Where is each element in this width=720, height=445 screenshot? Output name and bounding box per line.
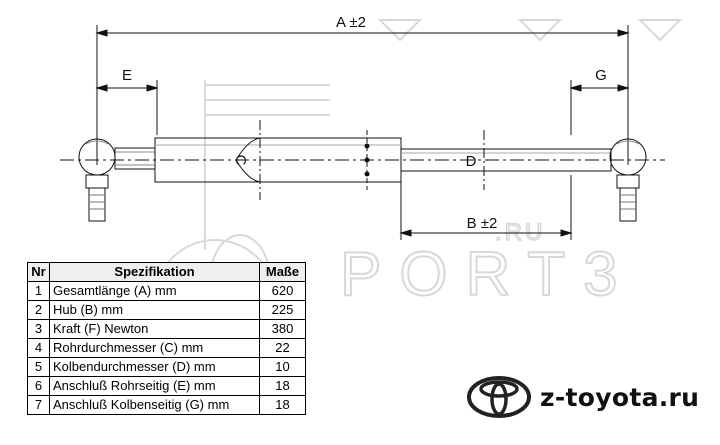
row-spec: Anschluß Kolbenseitig (G) mm xyxy=(49,395,260,415)
dim-c-label: C xyxy=(232,155,249,166)
row-spec: Kolbendurchmesser (D) mm xyxy=(49,357,260,377)
row-nr: 6 xyxy=(27,376,50,396)
dim-b-label: B ±2 xyxy=(467,215,498,232)
row-spec: Gesamtlänge (A) mm xyxy=(49,281,260,301)
right-stud xyxy=(619,187,637,222)
row-spec: Rohrdurchmesser (C) mm xyxy=(49,338,260,358)
table-row: 4 Rohrdurchmesser (C) mm 22 xyxy=(27,338,306,358)
row-spec: Kraft (F) Newton xyxy=(49,319,260,339)
specification-table: Nr Spezifikation Maße 1 Gesamtlänge (A) … xyxy=(27,262,306,415)
row-nr: 3 xyxy=(27,319,50,339)
row-value: 225 xyxy=(259,300,306,320)
table-row: 6 Anschluß Rohrseitig (E) mm 18 xyxy=(27,376,306,396)
table-header-row: Nr Spezifikation Maße xyxy=(27,262,306,282)
table-row: 5 Kolbendurchmesser (D) mm 10 xyxy=(27,357,306,377)
row-nr: 4 xyxy=(27,338,50,358)
row-nr: 2 xyxy=(27,300,50,320)
table-row: 2 Hub (B) mm 225 xyxy=(27,300,306,320)
table-row: 3 Kraft (F) Newton 380 xyxy=(27,319,306,339)
row-value: 18 xyxy=(259,376,306,396)
brand: z-toyota.ru xyxy=(466,372,699,422)
row-value: 10 xyxy=(259,357,306,377)
toyota-logo-icon xyxy=(467,376,531,418)
dim-d-label: D xyxy=(466,153,477,170)
column-header-value: Maße xyxy=(259,262,306,282)
row-value: 620 xyxy=(259,281,306,301)
row-value: 18 xyxy=(259,395,306,415)
left-stud xyxy=(88,187,106,222)
row-value: 22 xyxy=(259,338,306,358)
piston-rod xyxy=(400,148,612,172)
table-row: 7 Anschluß Kolbenseitig (G) mm 18 xyxy=(27,395,306,415)
dim-a-label: A ±2 xyxy=(336,14,366,31)
row-value: 380 xyxy=(259,319,306,339)
table-row: 1 Gesamtlänge (A) mm 620 xyxy=(27,281,306,301)
column-header-spec: Spezifikation xyxy=(49,262,260,282)
row-nr: 5 xyxy=(27,357,50,377)
row-nr: 1 xyxy=(27,281,50,301)
row-spec: Hub (B) mm xyxy=(49,300,260,320)
dim-g-label: G xyxy=(595,67,607,84)
column-header-nr: Nr xyxy=(27,262,50,282)
row-nr: 7 xyxy=(27,395,50,415)
row-spec: Anschluß Rohrseitig (E) mm xyxy=(49,376,260,396)
dim-e-label: E xyxy=(122,67,132,84)
brand-name: z-toyota.ru xyxy=(540,382,700,412)
